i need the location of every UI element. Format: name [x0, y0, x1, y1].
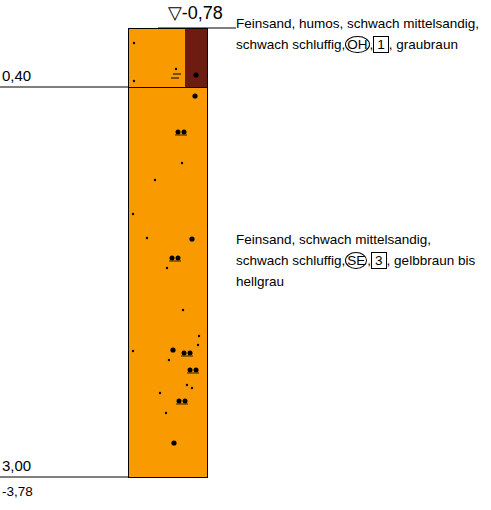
- grain-dot: [192, 93, 197, 98]
- description-text: , graubraun: [389, 37, 458, 52]
- grain-dot: [165, 412, 167, 414]
- depth-line: [0, 87, 128, 88]
- grain-dot: [132, 213, 134, 215]
- grain-dot: [198, 335, 200, 337]
- gravel-dot: [183, 399, 188, 404]
- grain-dot: [175, 68, 177, 70]
- soil-layer: Feinsand, humos, schwach mittelsandig, s…: [128, 28, 208, 88]
- gravel-dot: [170, 256, 175, 261]
- layer-description: Feinsand, schwach mittelsandig, schwach …: [236, 229, 486, 292]
- grain-dot: [186, 384, 188, 386]
- gravel-dot: [176, 130, 181, 135]
- grain-dot: [166, 267, 168, 269]
- grain-dot: [146, 237, 148, 239]
- gravel-base: [176, 404, 188, 405]
- depth-line: [0, 477, 128, 478]
- soil-symbols: [129, 88, 207, 477]
- soil-layer: Feinsand, schwach mittelsandig, schwach …: [128, 87, 208, 478]
- gravel-base: [181, 356, 193, 357]
- grain-dot: [159, 392, 161, 394]
- water-mark: [171, 74, 181, 78]
- grain-dot: [189, 236, 194, 241]
- gravel-dot: [177, 399, 182, 404]
- grain-dot: [193, 72, 198, 77]
- humus-strip: [185, 29, 207, 87]
- elevation-label: ▽-0,78: [168, 2, 223, 24]
- grain-dot: [133, 80, 135, 82]
- depth-label: 0,40: [2, 67, 31, 84]
- gravel-dot: [188, 368, 193, 373]
- grain-dot: [132, 350, 134, 352]
- gravel-dot: [182, 130, 187, 135]
- soil-symbols: [129, 29, 207, 87]
- grain-dot: [181, 162, 183, 164]
- gravel-base: [187, 373, 199, 374]
- grain-dot: [182, 309, 184, 311]
- grain-dot: [171, 440, 176, 445]
- depth-label: -3,78: [2, 484, 33, 499]
- soil-group: SE: [345, 252, 367, 269]
- layer-description: Feinsand, humos, schwach mittelsandig, s…: [236, 13, 486, 55]
- grain-dot: [154, 179, 156, 181]
- gravel-dot: [194, 368, 199, 373]
- soil-group: OH: [345, 36, 369, 53]
- gravel-base: [169, 261, 181, 262]
- gravel-dot: [176, 256, 181, 261]
- grain-dot: [168, 359, 170, 361]
- layer-number: 1: [373, 36, 389, 53]
- grain-dot: [191, 387, 193, 389]
- grain-dot: [197, 344, 199, 346]
- gravel-base: [175, 135, 187, 136]
- grain-dot: [133, 42, 135, 44]
- gravel-dot: [188, 351, 193, 356]
- gravel-dot: [182, 351, 187, 356]
- layer-number: 3: [371, 252, 387, 269]
- depth-label: 3,00: [2, 457, 31, 474]
- grain-dot: [170, 347, 175, 352]
